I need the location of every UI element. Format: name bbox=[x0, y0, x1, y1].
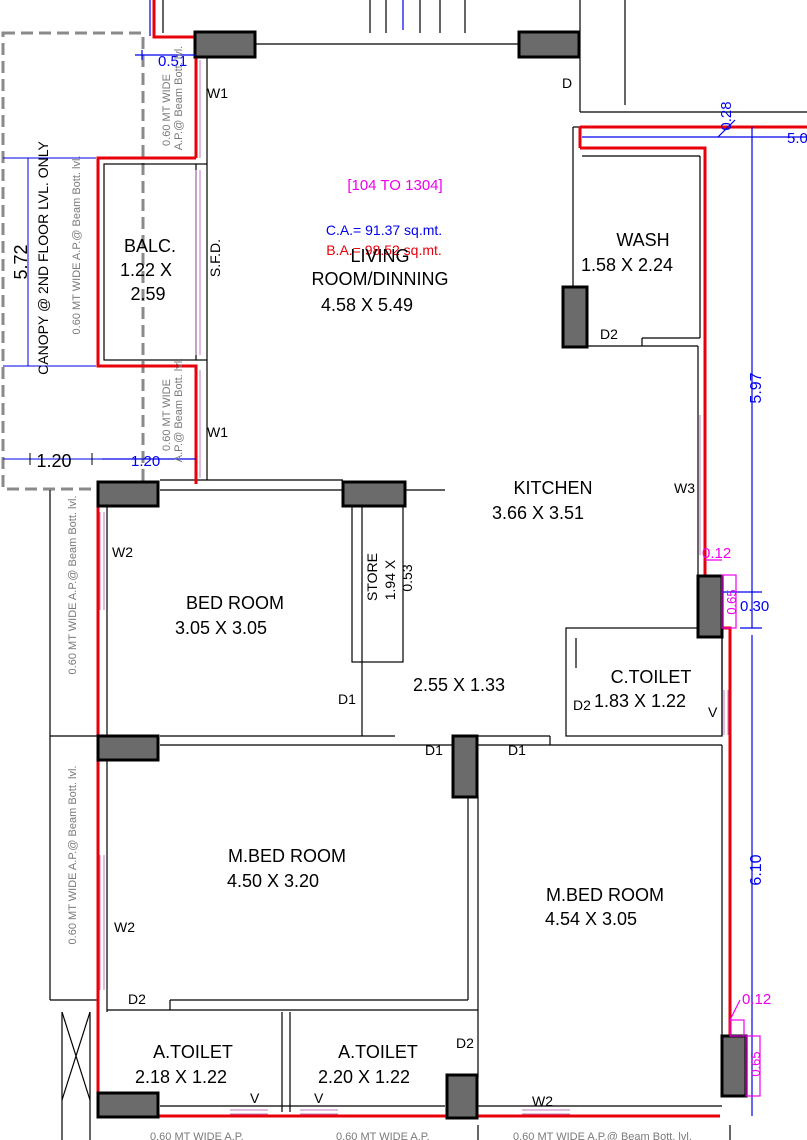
bedroom-name: BED ROOM bbox=[186, 593, 284, 613]
bedroom-size: 3.05 X 3.05 bbox=[175, 618, 267, 638]
mbed2-size: 4.54 X 3.05 bbox=[545, 909, 637, 929]
wash-name: WASH bbox=[616, 230, 669, 250]
annotation-labels: 0.12 0.65 0.12 0.65 bbox=[702, 545, 771, 1077]
window-w3: W3 bbox=[674, 480, 695, 496]
canopy-width: 1.20 bbox=[36, 451, 71, 471]
passage-size: 2.55 X 1.33 bbox=[413, 675, 505, 695]
dim-0-12-bottom: 0.12 bbox=[742, 991, 771, 1008]
vent-v-atoilet2: V bbox=[314, 1090, 324, 1106]
sfd-label: S.F.D. bbox=[207, 239, 223, 277]
canopy bbox=[1, 31, 160, 491]
store-size1: 1.94 X bbox=[382, 559, 398, 600]
beam-note-bed: 0.60 MT WIDE A.P.@ Beam Bott. lvl. bbox=[67, 496, 79, 675]
flat-boundary bbox=[96, 0, 807, 1118]
beam-note-v1b: A.P.@ Beam Bott. lvl. bbox=[173, 46, 185, 151]
beam-note-bottom-2: 0.60 MT WIDE A.P. bbox=[336, 1131, 430, 1140]
builtup-area: B.A.= 98.52 sq.mt. bbox=[326, 242, 442, 258]
beam-note-v1: 0.60 MT WIDE bbox=[161, 74, 173, 146]
door-d-top: D bbox=[562, 75, 572, 91]
window-w2-mbed2: W2 bbox=[532, 1093, 553, 1109]
dim-0-65-top: 0.65 bbox=[724, 589, 739, 614]
dim-0-51: 0.51 bbox=[158, 53, 187, 70]
door-d1-mbed1: D1 bbox=[425, 742, 443, 758]
beam-note-mbed: 0.60 MT WIDE A.P.@ Beam Bott. lvl. bbox=[67, 766, 79, 945]
store-size2: 0.53 bbox=[399, 564, 415, 591]
beam-notes: 0.60 MT WIDE A.P.@ Beam Bott. lvl. 0.60 … bbox=[67, 46, 692, 1140]
window-w2-bed: W2 bbox=[112, 544, 133, 560]
balcony-name: BALC. bbox=[124, 236, 176, 256]
ctoilet-size: 1.83 X 1.22 bbox=[594, 691, 686, 711]
beam-note-bottom-1: 0.60 MT WIDE A.P. bbox=[150, 1131, 244, 1140]
window-w1-bottom: W1 bbox=[207, 424, 228, 440]
atoilet2-name: A.TOILET bbox=[338, 1042, 418, 1062]
atoilet2-size: 2.20 X 1.22 bbox=[318, 1067, 410, 1087]
dim-0-12-top: 0.12 bbox=[702, 545, 731, 562]
kitchen-size: 3.66 X 3.51 bbox=[492, 503, 584, 523]
interior-walls bbox=[49, 0, 807, 1140]
dim-6-10: 6.10 bbox=[748, 854, 765, 885]
store-name: STORE bbox=[364, 553, 380, 601]
window-w2-mbed1: W2 bbox=[114, 919, 135, 935]
dim-0-65-bottom: 0.65 bbox=[748, 1051, 763, 1076]
door-d2-wash: D2 bbox=[600, 326, 618, 342]
beam-note-v2b: A.P.@ Beam Bott. lvl. bbox=[173, 358, 185, 463]
ctoilet-name: C.TOILET bbox=[611, 667, 692, 687]
living-name2: ROOM/DINNING bbox=[312, 269, 449, 289]
atoilet1-size: 2.18 X 1.22 bbox=[135, 1067, 227, 1087]
door-d2-ctoilet: D2 bbox=[573, 697, 591, 713]
door-d1-mbed2: D1 bbox=[508, 742, 526, 758]
wash-size: 1.58 X 2.24 bbox=[581, 255, 673, 275]
canopy-label: CANOPY @ 2ND FLOOR LVL. ONLY bbox=[35, 141, 51, 375]
atoilet1-name: A.TOILET bbox=[153, 1042, 233, 1062]
columns bbox=[96, 30, 748, 1120]
vent-v-atoilet1: V bbox=[250, 1090, 260, 1106]
balcony-size1: 1.22 X bbox=[120, 260, 172, 280]
dimension-labels: 0.51 1.20 0.28 5.0 5.97 6.10 0.30 bbox=[131, 53, 807, 886]
mbed1-name: M.BED ROOM bbox=[228, 846, 346, 866]
living-size: 4.58 X 5.49 bbox=[321, 295, 413, 315]
flat-range: [104 TO 1304] bbox=[347, 177, 442, 194]
mbed2-name: M.BED ROOM bbox=[546, 885, 664, 905]
opening-labels: W1 W1 D D2 W3 W2 D1 D2 V D1 D1 W2 D2 D2 … bbox=[112, 75, 718, 1109]
door-d1-bed: D1 bbox=[338, 691, 356, 707]
living-name: LIVING bbox=[350, 246, 409, 266]
dim-5-0: 5.0 bbox=[787, 130, 807, 147]
dim-0-28: 0.28 bbox=[718, 101, 735, 130]
carpet-area: C.A.= 91.37 sq.mt. bbox=[326, 222, 442, 238]
door-d2-mbed1: D2 bbox=[128, 991, 146, 1007]
door-d2-atoilet2: D2 bbox=[456, 1035, 474, 1051]
kitchen-name: KITCHEN bbox=[513, 478, 592, 498]
vent-v-ctoilet: V bbox=[708, 704, 718, 720]
balcony-size2: 2.59 bbox=[130, 284, 165, 304]
canopy-length: 5.72 bbox=[11, 244, 31, 279]
dim-5-97: 5.97 bbox=[748, 372, 765, 403]
mbed1-size: 4.50 X 3.20 bbox=[227, 871, 319, 891]
dim-1-20: 1.20 bbox=[131, 453, 160, 470]
beam-note-balc: 0.60 MT WIDE A.P.@ Beam Bott. lvl. bbox=[71, 156, 83, 335]
annotation-lines bbox=[705, 559, 761, 1097]
dim-0-30: 0.30 bbox=[740, 598, 769, 615]
beam-note-bottom-3: 0.60 MT WIDE A.P.@ Beam Bott. lvl. bbox=[513, 1131, 692, 1140]
window-w1-top: W1 bbox=[207, 85, 228, 101]
beam-note-v2: 0.60 MT WIDE bbox=[161, 379, 173, 451]
